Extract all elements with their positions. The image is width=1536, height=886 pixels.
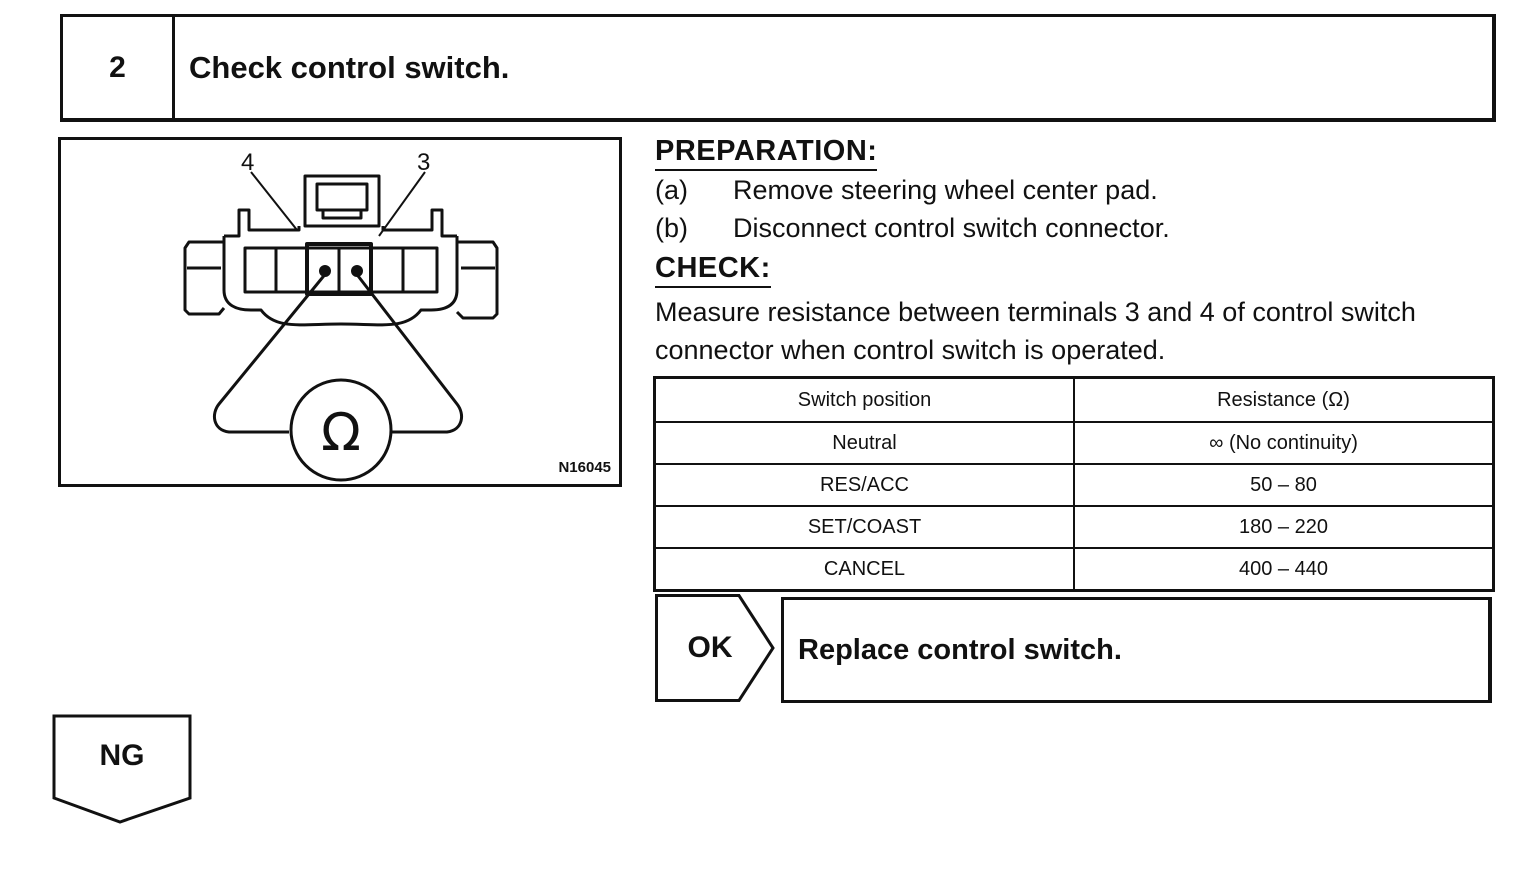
table-header-row: Switch position Resistance (Ω)	[653, 376, 1495, 423]
ohmmeter-connector-diagram-icon: 4 3 Ω	[183, 149, 499, 482]
step-title: Check control switch.	[189, 49, 510, 85]
switch-position-cell: RES/ACC	[653, 463, 1075, 507]
column-header-switch-position: Switch position	[653, 376, 1075, 423]
resistance-table: Switch position Resistance (Ω) Neutral ∞…	[653, 376, 1495, 592]
ok-result-text: Replace control switch.	[798, 633, 1122, 666]
step-text: Disconnect control switch connector.	[733, 213, 1170, 243]
resistance-cell: 50 – 80	[1073, 463, 1495, 507]
switch-position-cell: CANCEL	[653, 547, 1075, 592]
preparation-step: (a) Remove steering wheel center pad.	[655, 175, 1158, 206]
switch-position-cell: SET/COAST	[653, 505, 1075, 549]
connector-figure: 4 3 Ω N16045	[58, 137, 622, 487]
step-number: 2	[63, 17, 175, 118]
terminal-label-4: 4	[241, 149, 254, 176]
preparation-step: (b) Disconnect control switch connector.	[655, 213, 1170, 244]
step-letter: (b)	[655, 213, 688, 243]
table-row: CANCEL 400 – 440	[653, 547, 1495, 592]
ng-arrow-icon	[52, 714, 192, 824]
resistance-cell: ∞ (No continuity)	[1073, 421, 1495, 465]
ohm-symbol: Ω	[321, 403, 361, 463]
table-row: RES/ACC 50 – 80	[653, 463, 1495, 507]
step-text: Remove steering wheel center pad.	[733, 175, 1158, 205]
ok-label: OK	[687, 631, 733, 664]
figure-code: N16045	[558, 459, 611, 476]
column-header-resistance: Resistance (Ω)	[1073, 376, 1495, 423]
table-row: Neutral ∞ (No continuity)	[653, 421, 1495, 465]
switch-position-cell: Neutral	[653, 421, 1075, 465]
resistance-cell: 400 – 440	[1073, 547, 1495, 592]
ok-result-box: Replace control switch.	[781, 597, 1492, 703]
terminal-label-3: 3	[417, 149, 430, 176]
table-row: SET/COAST 180 – 220	[653, 505, 1495, 549]
check-heading: CHECK:	[655, 252, 771, 288]
preparation-heading: PREPARATION:	[655, 135, 878, 171]
resistance-cell: 180 – 220	[1073, 505, 1495, 549]
ok-arrow-icon	[655, 594, 775, 702]
step-header: 2 Check control switch.	[60, 14, 1496, 122]
check-instruction: Measure resistance between terminals 3 a…	[655, 297, 1416, 365]
ng-label: NG	[99, 739, 145, 772]
step-letter: (a)	[655, 175, 688, 205]
